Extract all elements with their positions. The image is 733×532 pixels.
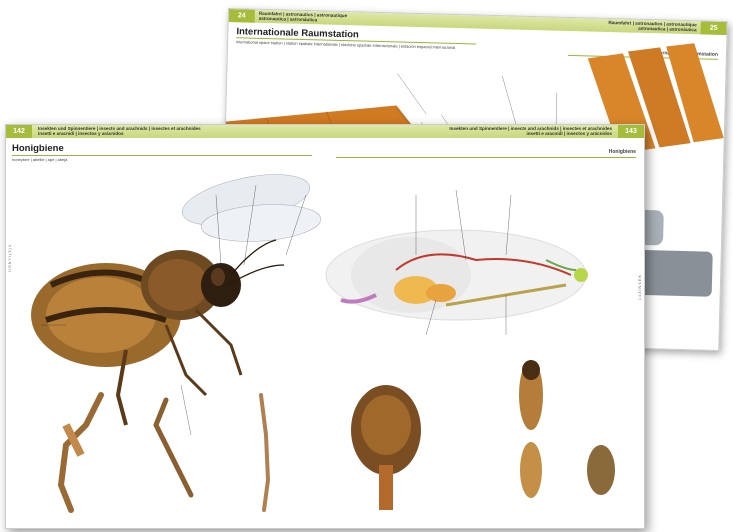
honeybee-anatomy-drawing bbox=[326, 230, 588, 320]
honeybee-illustrations bbox=[6, 125, 644, 528]
honeybee-caste-drawings bbox=[519, 360, 615, 498]
honeybee-leg-drawings bbox=[61, 395, 268, 510]
honeybee-main-drawing bbox=[31, 165, 322, 425]
front-spread: 142 143 Insekten und Spinnentiere | inse… bbox=[5, 124, 645, 529]
honeybee-head-drawing bbox=[351, 385, 421, 510]
